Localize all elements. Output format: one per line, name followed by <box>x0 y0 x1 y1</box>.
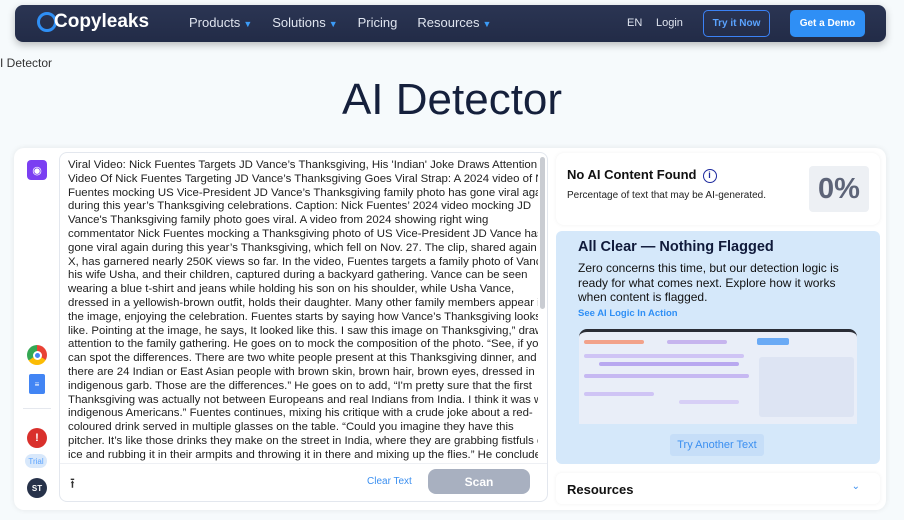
caret-down-icon: ▼ <box>482 19 492 29</box>
scrollbar[interactable] <box>540 157 545 309</box>
text-editor[interactable]: Viral Video: Nick Fuentes Targets JD Van… <box>59 152 548 502</box>
sidebar: ◉ ≡ ! Trial ST <box>14 148 58 510</box>
text-line: Vance's Thanksgiving family photo goes v… <box>68 214 489 227</box>
text-line: Video Of Nick Fuentes Targeting JD Vance… <box>68 172 538 185</box>
scan-button[interactable]: Scan <box>428 469 530 494</box>
text-line: gone viral again during this year’s Than… <box>68 241 538 254</box>
text-line: dressed in a yellowish-brown outfit, hol… <box>68 296 538 309</box>
preview-bar <box>599 362 739 366</box>
alert-icon[interactable]: ! <box>27 428 47 448</box>
text-line: attention to the family gathering. He go… <box>68 338 538 351</box>
result-subtitle: Percentage of text that may be AI-genera… <box>567 190 767 201</box>
nav-item-label: Pricing <box>357 15 398 30</box>
see-ai-logic-link[interactable]: See AI Logic In Action <box>578 308 678 319</box>
text-line: Fuentes mocking US Vice-President JD Van… <box>68 186 538 199</box>
preview-bar <box>757 338 789 345</box>
result-summary: No AI Content Found i Percentage of text … <box>556 153 880 225</box>
chevron-down-icon[interactable]: ⌄ <box>851 481 860 492</box>
text-line: his wife Usha, and their children, captu… <box>68 269 528 282</box>
preview-screenshot <box>579 329 857 424</box>
all-clear-panel: All Clear — Nothing Flagged Zero concern… <box>556 231 880 464</box>
preview-bar <box>584 354 744 358</box>
text-line: like. Pointing at the image, he says, It… <box>68 324 538 337</box>
logo-ring-icon <box>37 12 57 32</box>
text-line: the image, enjoying the celebration. Fue… <box>68 310 538 323</box>
chrome-icon[interactable] <box>27 345 47 365</box>
info-icon[interactable]: i <box>702 169 717 183</box>
nav-item-label: Solutions <box>272 15 326 30</box>
caret-down-icon: ▼ <box>243 19 253 29</box>
eye-icon[interactable]: ◉ <box>27 160 47 180</box>
text-line: wearing a blue t-shirt and jeans while h… <box>68 283 515 296</box>
preview-bar <box>584 340 644 344</box>
text-line: during this year’s Thanksgiving celebrat… <box>68 200 532 213</box>
all-clear-body: Zero concerns this time, but our detecti… <box>578 261 839 304</box>
nav-item-resources[interactable]: Resources▼ <box>417 15 491 30</box>
nav-item-label: Products <box>189 15 241 30</box>
caret-down-icon: ▼ <box>328 19 338 29</box>
login-link[interactable]: Login <box>656 17 683 29</box>
divider <box>23 408 51 409</box>
nav-item-pricing[interactable]: Pricing <box>358 15 398 30</box>
try-another-text-button[interactable]: Try Another Text <box>670 434 764 456</box>
text-line: commentator Nick Fuentes mocking a Thank… <box>68 227 538 240</box>
text-line: ice and rubbing it in their armpits and … <box>68 448 538 461</box>
preview-bar <box>584 392 654 396</box>
google-docs-icon[interactable]: ≡ <box>29 374 45 394</box>
all-clear-title: All Clear — Nothing Flagged <box>578 239 774 255</box>
resources-label: Resources <box>567 482 634 497</box>
try-it-now-button[interactable]: Try it Now <box>703 10 770 37</box>
text-input[interactable]: Viral Video: Nick Fuentes Targets JD Van… <box>68 159 538 465</box>
ai-percentage: 0% <box>809 166 869 212</box>
nav-item-products[interactable]: Products▼ <box>189 15 252 30</box>
text-line: indigenous Americans.” Fuentes continues… <box>68 407 533 420</box>
copyleaks-logo[interactable]: Copyleaks <box>37 11 149 33</box>
preview-bar <box>667 340 727 344</box>
text-line: pitcher. It’s like those drinks they mak… <box>68 434 538 447</box>
avatar[interactable]: ST <box>27 478 47 498</box>
trial-badge: Trial <box>25 454 47 468</box>
preview-side-panel <box>759 357 854 417</box>
result-heading: No AI Content Found <box>567 167 697 182</box>
logo-text: Copyleaks <box>54 11 150 32</box>
text-line: Viral Video: Nick Fuentes Targets JD Van… <box>68 159 538 171</box>
preview-bar <box>679 400 739 404</box>
preview-bar <box>584 374 749 378</box>
text-line: X, has garnered nearly 250K views so far… <box>68 255 538 268</box>
clear-text-button[interactable]: Clear Text <box>367 476 412 487</box>
get-a-demo-button[interactable]: Get a Demo <box>790 10 865 37</box>
text-line: there are 24 Indian or East Asian people… <box>68 365 535 378</box>
nav-item-solutions[interactable]: Solutions▼ <box>272 15 337 30</box>
page-title: AI Detector <box>341 75 563 124</box>
language-selector[interactable]: EN <box>627 17 643 29</box>
text-line: indigenous garb. Those are the differenc… <box>68 379 532 392</box>
text-line: can spot the differences. There are two … <box>68 352 537 365</box>
nav-item-label: Resources <box>417 15 480 30</box>
breadcrumb[interactable]: I Detector <box>0 56 53 70</box>
editor-footer: ⭱ Clear Text Scan <box>60 463 547 501</box>
resources-section[interactable]: Resources ⌄ <box>556 473 880 504</box>
text-line: coloured drink served in multiple glasse… <box>68 421 514 434</box>
text-line: Thanksgiving was actually not between Eu… <box>68 393 538 406</box>
upload-icon[interactable]: ⭱ <box>70 475 75 491</box>
